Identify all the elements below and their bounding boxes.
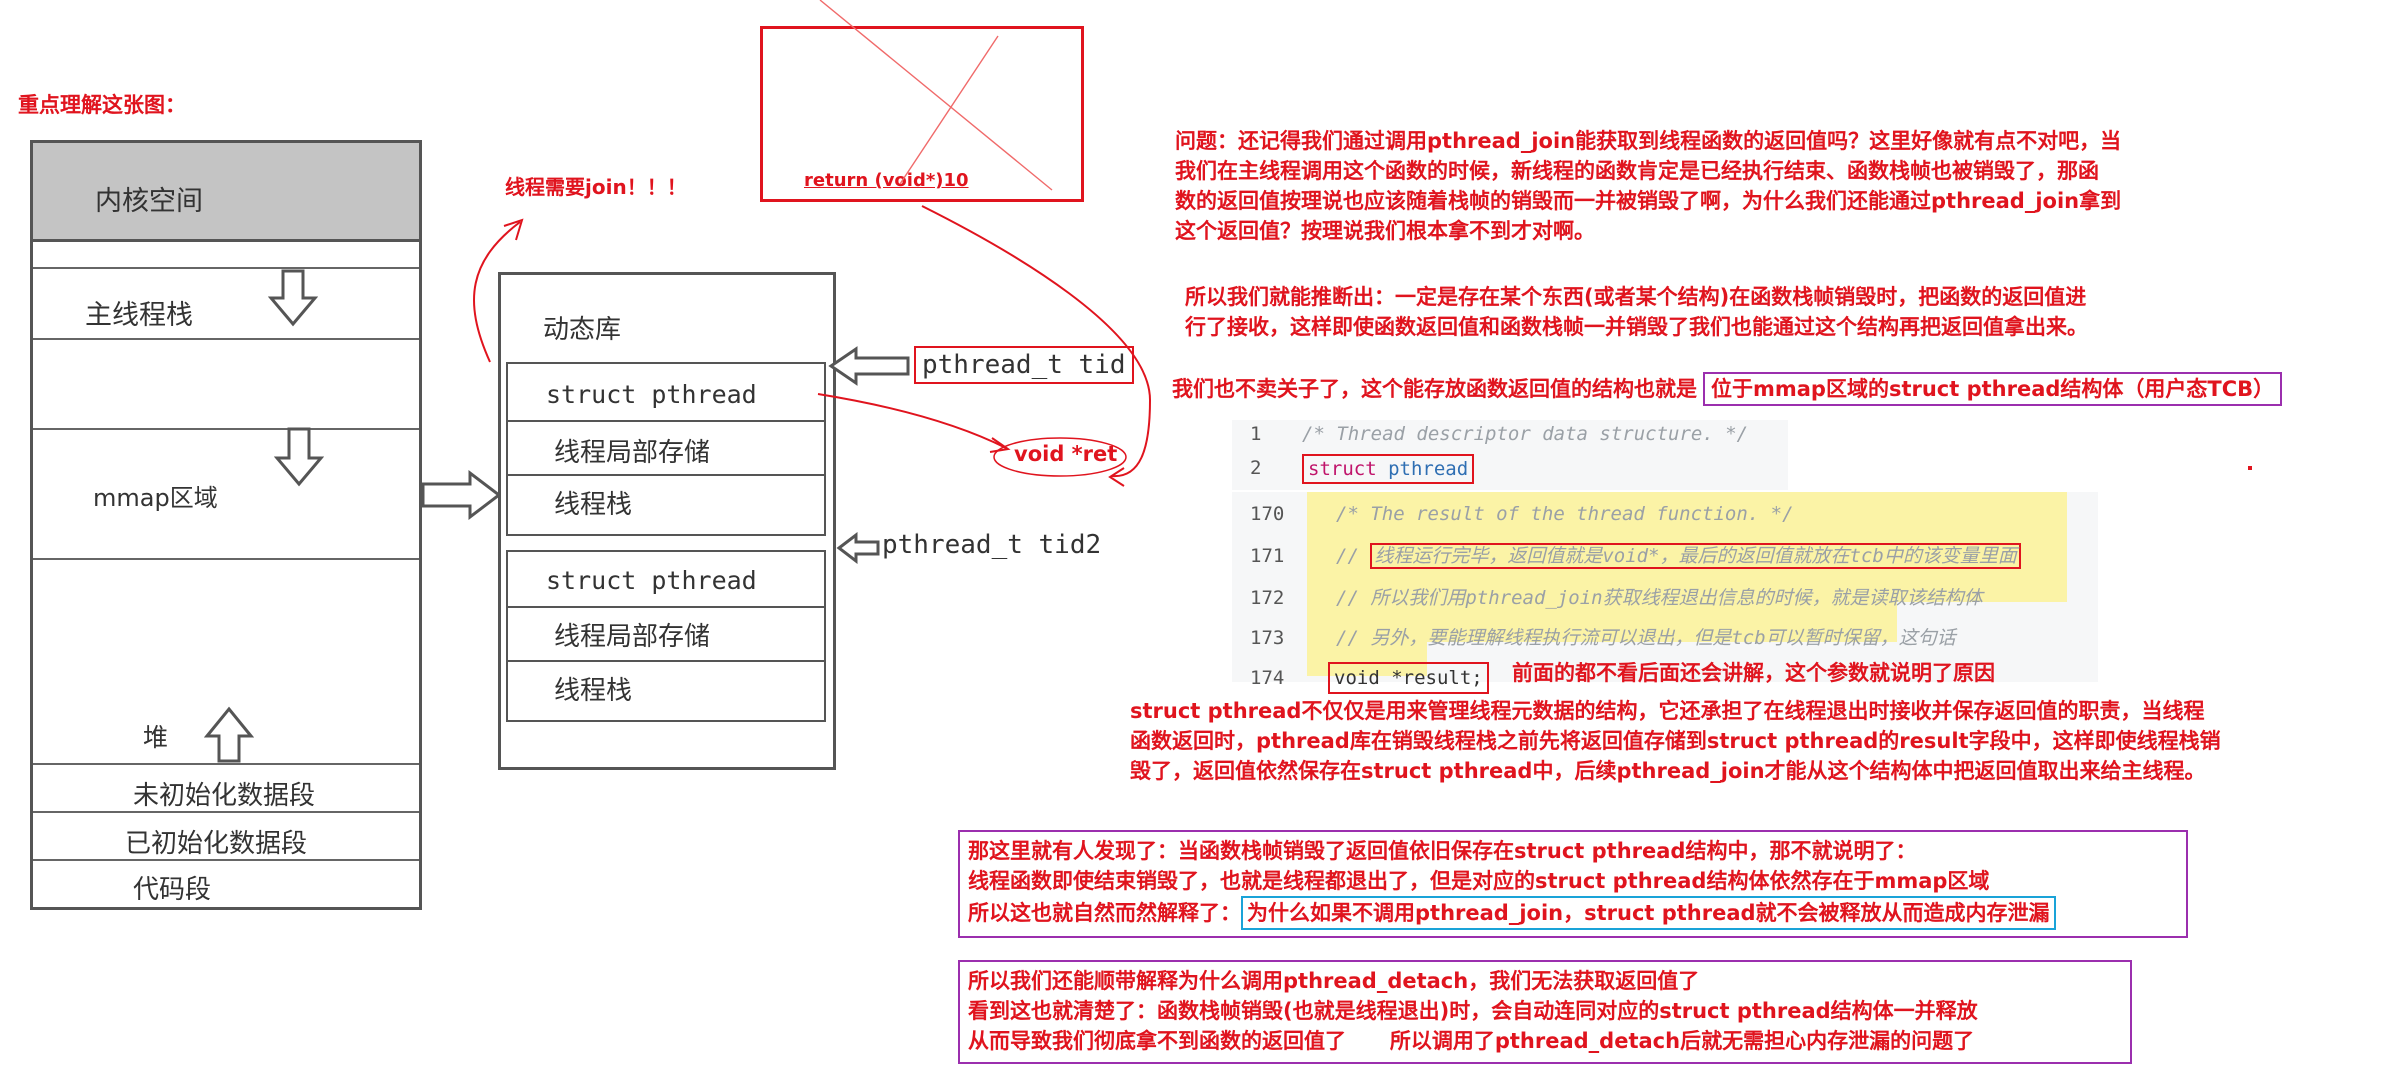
thread-block-1: struct pthread 线程局部存储 线程栈 [506, 362, 826, 536]
code-comment: /* Thread descriptor data structure. */ [1302, 423, 1749, 445]
code-comment: // 所以我们用pthread_join获取线程退出信息的时候，就是读取该结构体 [1336, 587, 1983, 609]
struct-pthread-2: struct pthread [546, 566, 757, 595]
text-line: 这个返回值？按理说我们根本拿不到才对啊。 [1175, 219, 1595, 243]
line-number: 170 [1250, 503, 1285, 525]
divider [508, 660, 824, 662]
data-segment-label: 已初始化数据段 [125, 829, 308, 859]
text-line: struct pthread不仅仅是用来管理线程元数据的结构，它还承担了在线程退… [1130, 699, 2205, 723]
line-number: 2 [1250, 457, 1262, 479]
divider [508, 474, 824, 476]
answer-line: 我们也不卖关子了，这个能存放函数返回值的结构也就是 位于mmap区域的struc… [1172, 372, 2283, 406]
tls-1: 线程局部存储 [554, 438, 711, 468]
answer-prefix: 我们也不卖关子了，这个能存放函数返回值的结构也就是 [1172, 377, 1697, 401]
highlight-region [1307, 492, 2067, 602]
main-stack-label: 主线程栈 [85, 300, 193, 331]
divider [508, 606, 824, 608]
left-arrow-icon [836, 532, 880, 564]
code-note: 前面的都不看后面还会讲解，这个参数就说明了原因 [1512, 661, 1995, 685]
divider [508, 420, 824, 422]
explanation-paragraph: struct pthread不仅仅是用来管理线程元数据的结构，它还承担了在线程退… [1130, 696, 2221, 786]
tls-2: 线程局部存储 [554, 622, 711, 652]
down-arrow-icon [268, 269, 318, 327]
line-number: 174 [1250, 667, 1285, 689]
line-number: 1 [1250, 423, 1262, 445]
code-comment: /* The result of the thread function. */ [1336, 503, 1794, 525]
box1-last-boxed: 为什么如果不调用pthread_join，struct pthread就不会被释… [1241, 896, 2056, 930]
line-number: 173 [1250, 627, 1285, 649]
line-number: 172 [1250, 587, 1285, 609]
void-ret-circle [993, 437, 1127, 477]
dynamic-library-title: 动态库 [543, 315, 622, 345]
text-line: 那这里就有人发现了：当函数栈帧销毁了返回值依旧保存在struct pthread… [968, 839, 1917, 863]
memory-leak-box: 那这里就有人发现了：当函数栈帧销毁了返回值依旧保存在struct pthread… [958, 830, 2188, 938]
text-line: 毁了，返回值依然保存在struct pthread中，后续pthread_joi… [1130, 759, 2206, 783]
right-arrow-icon [421, 470, 502, 520]
deduction-paragraph: 所以我们就能推断出：一定是存在某个东西(或者某个结构)在函数栈帧销毁时，把函数的… [1185, 282, 2088, 342]
comment-boxed: 线程运行完毕，返回值就是void*，最后的返回值就放在tcb中的该变量里面 [1370, 543, 2021, 569]
divider [33, 428, 419, 430]
line-number: 171 [1250, 545, 1285, 567]
mmap-region-label: mmap区域 [93, 484, 218, 512]
up-arrow-icon [204, 706, 254, 763]
text-line: 从而导致我们彻底拿不到函数的返回值了 所以调用了pthread_detach后就… [968, 1029, 1975, 1053]
code-snippet-top: 1 /* Thread descriptor data structure. *… [1232, 420, 1788, 490]
pthread-tid-label: pthread_t tid [914, 346, 1134, 384]
answer-boxed: 位于mmap区域的struct pthread结构体（用户态TCB） [1703, 372, 2283, 406]
text-line: 函数返回时，pthread库在销毁线程栈之前先将返回值存储到struct pth… [1130, 729, 2221, 753]
down-arrow-icon [274, 427, 324, 487]
dynamic-library-diagram: 动态库 [498, 272, 836, 770]
kernel-space-label: 内核空间 [95, 186, 203, 217]
memory-layout-diagram: 内核空间 主线程栈 mmap区域 堆 未初始化数据段 已初始化数据段 代码段 [30, 140, 422, 910]
return-statement: return (void*)10 [804, 170, 969, 191]
thread-block-2: struct pthread 线程局部存储 线程栈 [506, 550, 826, 722]
bss-segment-label: 未初始化数据段 [133, 781, 316, 811]
highlight-region [1307, 642, 1427, 676]
detach-box: 所以我们还能顺带解释为什么调用pthread_detach，我们无法获取返回值了… [958, 960, 2132, 1064]
divider [33, 859, 419, 861]
text-line: 行了接收，这样即使函数返回值和函数栈帧一并销毁了我们也能通过这个结构再把返回值拿… [1185, 315, 2088, 339]
question-paragraph: 问题：还记得我们通过调用pthread_join能获取到线程函数的返回值吗？这里… [1175, 126, 2121, 246]
divider [33, 338, 419, 340]
heap-label: 堆 [143, 723, 169, 752]
keyword: struct [1308, 458, 1377, 480]
text-line: 线程函数即使结束销毁了，也就是线程都退出了，但是对应的struct pthrea… [968, 869, 1990, 893]
text-line: 所以我们就能推断出：一定是存在某个东西(或者某个结构)在函数栈帧销毁时，把函数的… [1185, 285, 2087, 309]
comment-prefix: // [1336, 545, 1371, 567]
need-join-note: 线程需要join！！！ [505, 175, 687, 199]
left-arrow-icon [828, 346, 910, 386]
void-result-code: void *result; [1328, 662, 1489, 694]
struct-pthread-1: struct pthread [546, 380, 757, 409]
text-line: 问题：还记得我们通过调用pthread_join能获取到线程函数的返回值吗？这里… [1175, 129, 2122, 153]
type-name: pthread [1388, 458, 1469, 480]
divider [33, 558, 419, 560]
text-line: 数的返回值按理说也应该随着栈帧的销毁而一并被销毁了啊，为什么我们还能通过pthr… [1175, 189, 2122, 213]
text-line: 看到这也就清楚了：函数栈帧销毁(也就是线程退出)时，会自动连同对应的struct… [968, 999, 1978, 1023]
divider [33, 811, 419, 813]
highlight-region [1307, 602, 1897, 642]
kernel-space-region [33, 143, 419, 242]
title-note: 重点理解这张图： [18, 93, 186, 117]
struct-pthread-code: struct pthread [1302, 454, 1475, 484]
text-line: 我们在主线程调用这个函数的时候，新线程的函数肯定是已经执行结束、函数栈帧也被销毁… [1175, 159, 2099, 183]
thread-stack-2: 线程栈 [554, 676, 633, 706]
code-comment: // 线程运行完毕，返回值就是void*，最后的返回值就放在tcb中的该变量里面 [1336, 536, 2021, 576]
box1-last-prefix: 所以这也就自然而然解释了： [968, 901, 1241, 925]
code-comment: // 另外，要能理解线程执行流可以退出，但是tcb可以暂时保留，这句话 [1336, 627, 1956, 649]
divider [33, 763, 419, 765]
thread-stack-1: 线程栈 [554, 490, 633, 520]
text-line: 所以我们还能顺带解释为什么调用pthread_detach，我们无法获取返回值了 [968, 969, 1700, 993]
code-snippet-bottom: 170 /* The result of the thread function… [1232, 492, 2098, 694]
pthread-tid2-label: pthread_t tid2 [882, 530, 1102, 560]
divider [33, 267, 419, 269]
text-segment-label: 代码段 [133, 875, 212, 905]
text-line: 所以这也就自然而然解释了： 为什么如果不调用pthread_join，struc… [968, 896, 2178, 930]
